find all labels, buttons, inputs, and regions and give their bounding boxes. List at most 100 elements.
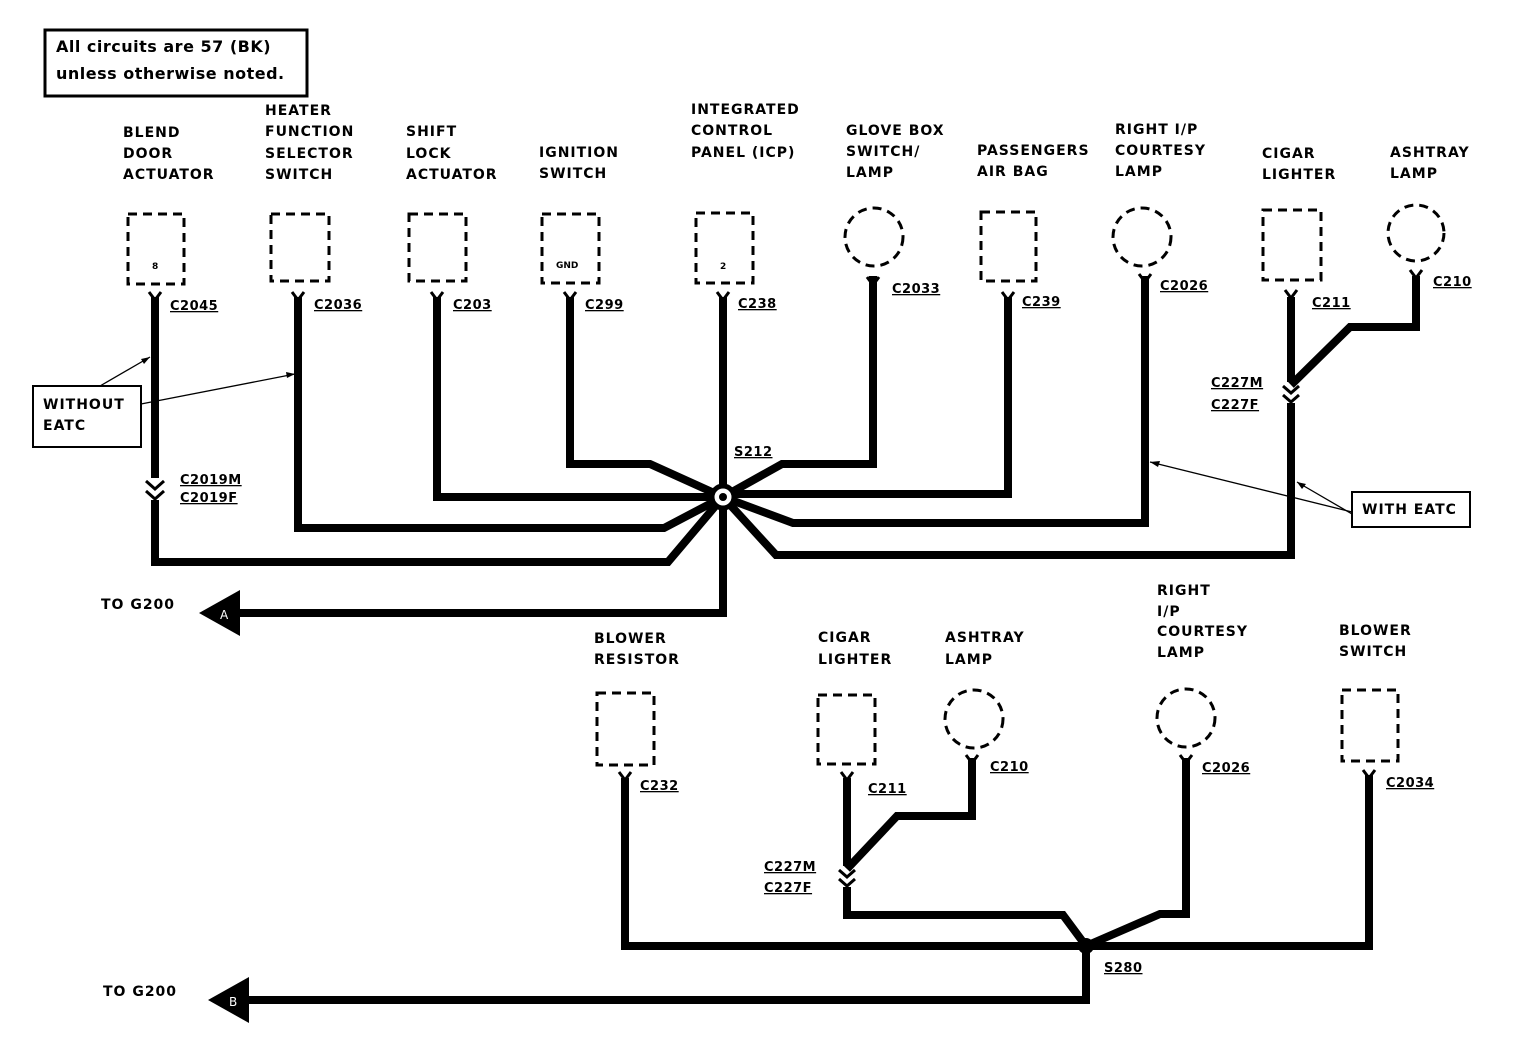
ashtray-lamp-symbol bbox=[1386, 203, 1446, 263]
label-cigar-lighter-bottom: CIGAR LIGHTER bbox=[818, 630, 892, 668]
splice-s280 bbox=[1078, 938, 1094, 954]
glove-box-lamp-symbol bbox=[843, 206, 905, 268]
ashtray-lamp-bottom-symbol bbox=[943, 688, 1005, 750]
blower-resistor-symbol bbox=[595, 691, 656, 767]
svg-text:CONTROL: CONTROL bbox=[691, 123, 773, 139]
svg-text:ASHTRAY: ASHTRAY bbox=[945, 630, 1025, 646]
svg-text:RIGHT I/P: RIGHT I/P bbox=[1115, 122, 1198, 138]
icp-pin: 2 bbox=[720, 262, 726, 272]
connector-c2045: C2045 bbox=[170, 299, 218, 314]
svg-text:LIGHTER: LIGHTER bbox=[818, 652, 892, 668]
to-g200-label-b: TO G200 bbox=[103, 984, 177, 1000]
bottom-wiring bbox=[249, 758, 1373, 1004]
svg-text:IGNITION: IGNITION bbox=[539, 145, 619, 161]
connector-c238: C238 bbox=[738, 297, 777, 312]
svg-text:CIGAR: CIGAR bbox=[1262, 146, 1316, 162]
svg-text:COURTESY: COURTESY bbox=[1115, 143, 1206, 159]
svg-text:I/P: I/P bbox=[1157, 604, 1181, 620]
svg-text:ACTUATOR: ACTUATOR bbox=[406, 167, 498, 183]
svg-text:LAMP: LAMP bbox=[846, 165, 894, 181]
svg-text:HEATER: HEATER bbox=[265, 103, 332, 119]
note-line-2: unless otherwise noted. bbox=[56, 64, 285, 83]
top-wiring bbox=[151, 276, 1420, 617]
cigar-lighter-symbol bbox=[1261, 208, 1323, 282]
ground-arrow-b: B bbox=[208, 977, 249, 1023]
heater-function-switch-symbol bbox=[269, 212, 331, 283]
svg-text:LAMP: LAMP bbox=[1157, 645, 1205, 661]
circuit-note: All circuits are 57 (BK) unless otherwis… bbox=[43, 28, 309, 98]
label-blower-resistor: BLOWER RESISTOR bbox=[594, 631, 680, 668]
svg-text:RIGHT: RIGHT bbox=[1157, 583, 1211, 599]
svg-text:LAMP: LAMP bbox=[1390, 166, 1438, 182]
label-cigar-lighter: CIGAR LIGHTER bbox=[1262, 146, 1335, 183]
top-connector-pins bbox=[147, 269, 1424, 303]
svg-text:BLOWER: BLOWER bbox=[594, 631, 667, 647]
without-eatc-callout: WITHOUT EATC bbox=[32, 356, 296, 448]
label-ignition-switch: IGNITION SWITCH bbox=[539, 145, 619, 182]
label-right-ip-courtesy-lamp-bottom: RIGHT I/P COURTESY LAMP bbox=[1157, 583, 1248, 661]
shift-lock-actuator-symbol bbox=[407, 212, 468, 283]
connector-c299: C299 bbox=[585, 298, 624, 313]
svg-text:COURTESY: COURTESY bbox=[1157, 624, 1248, 640]
svg-text:SELECTOR: SELECTOR bbox=[265, 146, 354, 162]
svg-text:PANEL (ICP): PANEL (ICP) bbox=[691, 145, 795, 161]
ignition-pin: GND bbox=[556, 261, 578, 271]
inline-connector-c227-bottom bbox=[838, 868, 856, 888]
svg-text:EATC: EATC bbox=[43, 418, 86, 434]
blend-door-pin: 8 bbox=[152, 262, 158, 272]
label-glove-box-switch-lamp: GLOVE BOX SWITCH/ LAMP bbox=[846, 123, 945, 181]
connector-c232: C232 bbox=[640, 779, 679, 794]
svg-text:DOOR: DOOR bbox=[123, 146, 173, 162]
label-ashtray-lamp-bottom: ASHTRAY LAMP bbox=[945, 630, 1025, 668]
label-ashtray-lamp: ASHTRAY LAMP bbox=[1390, 145, 1470, 182]
label-shift-lock-actuator: SHIFT LOCK ACTUATOR bbox=[406, 124, 498, 183]
cigar-lighter-bottom-symbol bbox=[816, 693, 877, 766]
ignition-switch-symbol bbox=[540, 212, 601, 285]
label-integrated-control-panel: INTEGRATED CONTROL PANEL (ICP) bbox=[691, 102, 800, 161]
label-heater-function-selector-switch: HEATER FUNCTION SELECTOR SWITCH bbox=[265, 103, 354, 183]
passengers-air-bag-symbol bbox=[979, 210, 1038, 283]
connector-c203: C203 bbox=[453, 298, 492, 313]
connector-c2019m: C2019M bbox=[180, 473, 242, 488]
svg-text:SWITCH/: SWITCH/ bbox=[846, 144, 920, 160]
courtesy-lamp-symbol bbox=[1111, 206, 1173, 268]
svg-text:A: A bbox=[220, 608, 229, 622]
svg-text:B: B bbox=[229, 995, 237, 1009]
connector-c211-top: C211 bbox=[1312, 296, 1351, 311]
ground-arrow-a: A bbox=[199, 590, 240, 636]
splice-s280-label: S280 bbox=[1104, 961, 1143, 976]
connector-c2036: C2036 bbox=[314, 298, 362, 313]
to-g200-label-a: TO G200 bbox=[101, 597, 175, 613]
svg-text:CIGAR: CIGAR bbox=[818, 630, 872, 646]
svg-text:ASHTRAY: ASHTRAY bbox=[1390, 145, 1470, 161]
connector-c210-top: C210 bbox=[1433, 275, 1472, 290]
svg-text:LAMP: LAMP bbox=[1115, 164, 1163, 180]
connector-c227m-bottom: C227M bbox=[764, 860, 816, 875]
svg-text:PASSENGERS: PASSENGERS bbox=[977, 143, 1090, 159]
label-passengers-air-bag: PASSENGERS AIR BAG bbox=[977, 143, 1090, 180]
inline-connector-c227-top bbox=[1282, 384, 1300, 404]
blend-door-actuator-symbol bbox=[126, 212, 186, 286]
svg-text:LAMP: LAMP bbox=[945, 652, 993, 668]
connector-c2026-top: C2026 bbox=[1160, 279, 1208, 294]
label-blower-switch: BLOWER SWITCH bbox=[1339, 623, 1412, 660]
svg-text:BLOWER: BLOWER bbox=[1339, 623, 1412, 639]
svg-text:RESISTOR: RESISTOR bbox=[594, 652, 680, 668]
splice-s212-label: S212 bbox=[734, 445, 773, 460]
connector-c227m-top: C227M bbox=[1211, 376, 1263, 391]
connector-c239: C239 bbox=[1022, 295, 1061, 310]
connector-c2019f: C2019F bbox=[180, 491, 238, 506]
svg-text:GLOVE BOX: GLOVE BOX bbox=[846, 123, 945, 139]
connector-c227f-top: C227F bbox=[1211, 398, 1259, 413]
svg-text:BLEND: BLEND bbox=[123, 125, 181, 141]
svg-text:LOCK: LOCK bbox=[406, 146, 452, 162]
svg-text:INTEGRATED: INTEGRATED bbox=[691, 102, 800, 118]
with-eatc-callout: WITH EATC bbox=[1149, 461, 1471, 528]
svg-text:ACTUATOR: ACTUATOR bbox=[123, 167, 215, 183]
connector-c227f-bottom: C227F bbox=[764, 881, 812, 896]
svg-text:WITHOUT: WITHOUT bbox=[43, 397, 125, 413]
svg-text:SWITCH: SWITCH bbox=[265, 167, 333, 183]
connector-c210-bottom: C210 bbox=[990, 760, 1029, 775]
inline-connector-c2019 bbox=[145, 479, 165, 502]
